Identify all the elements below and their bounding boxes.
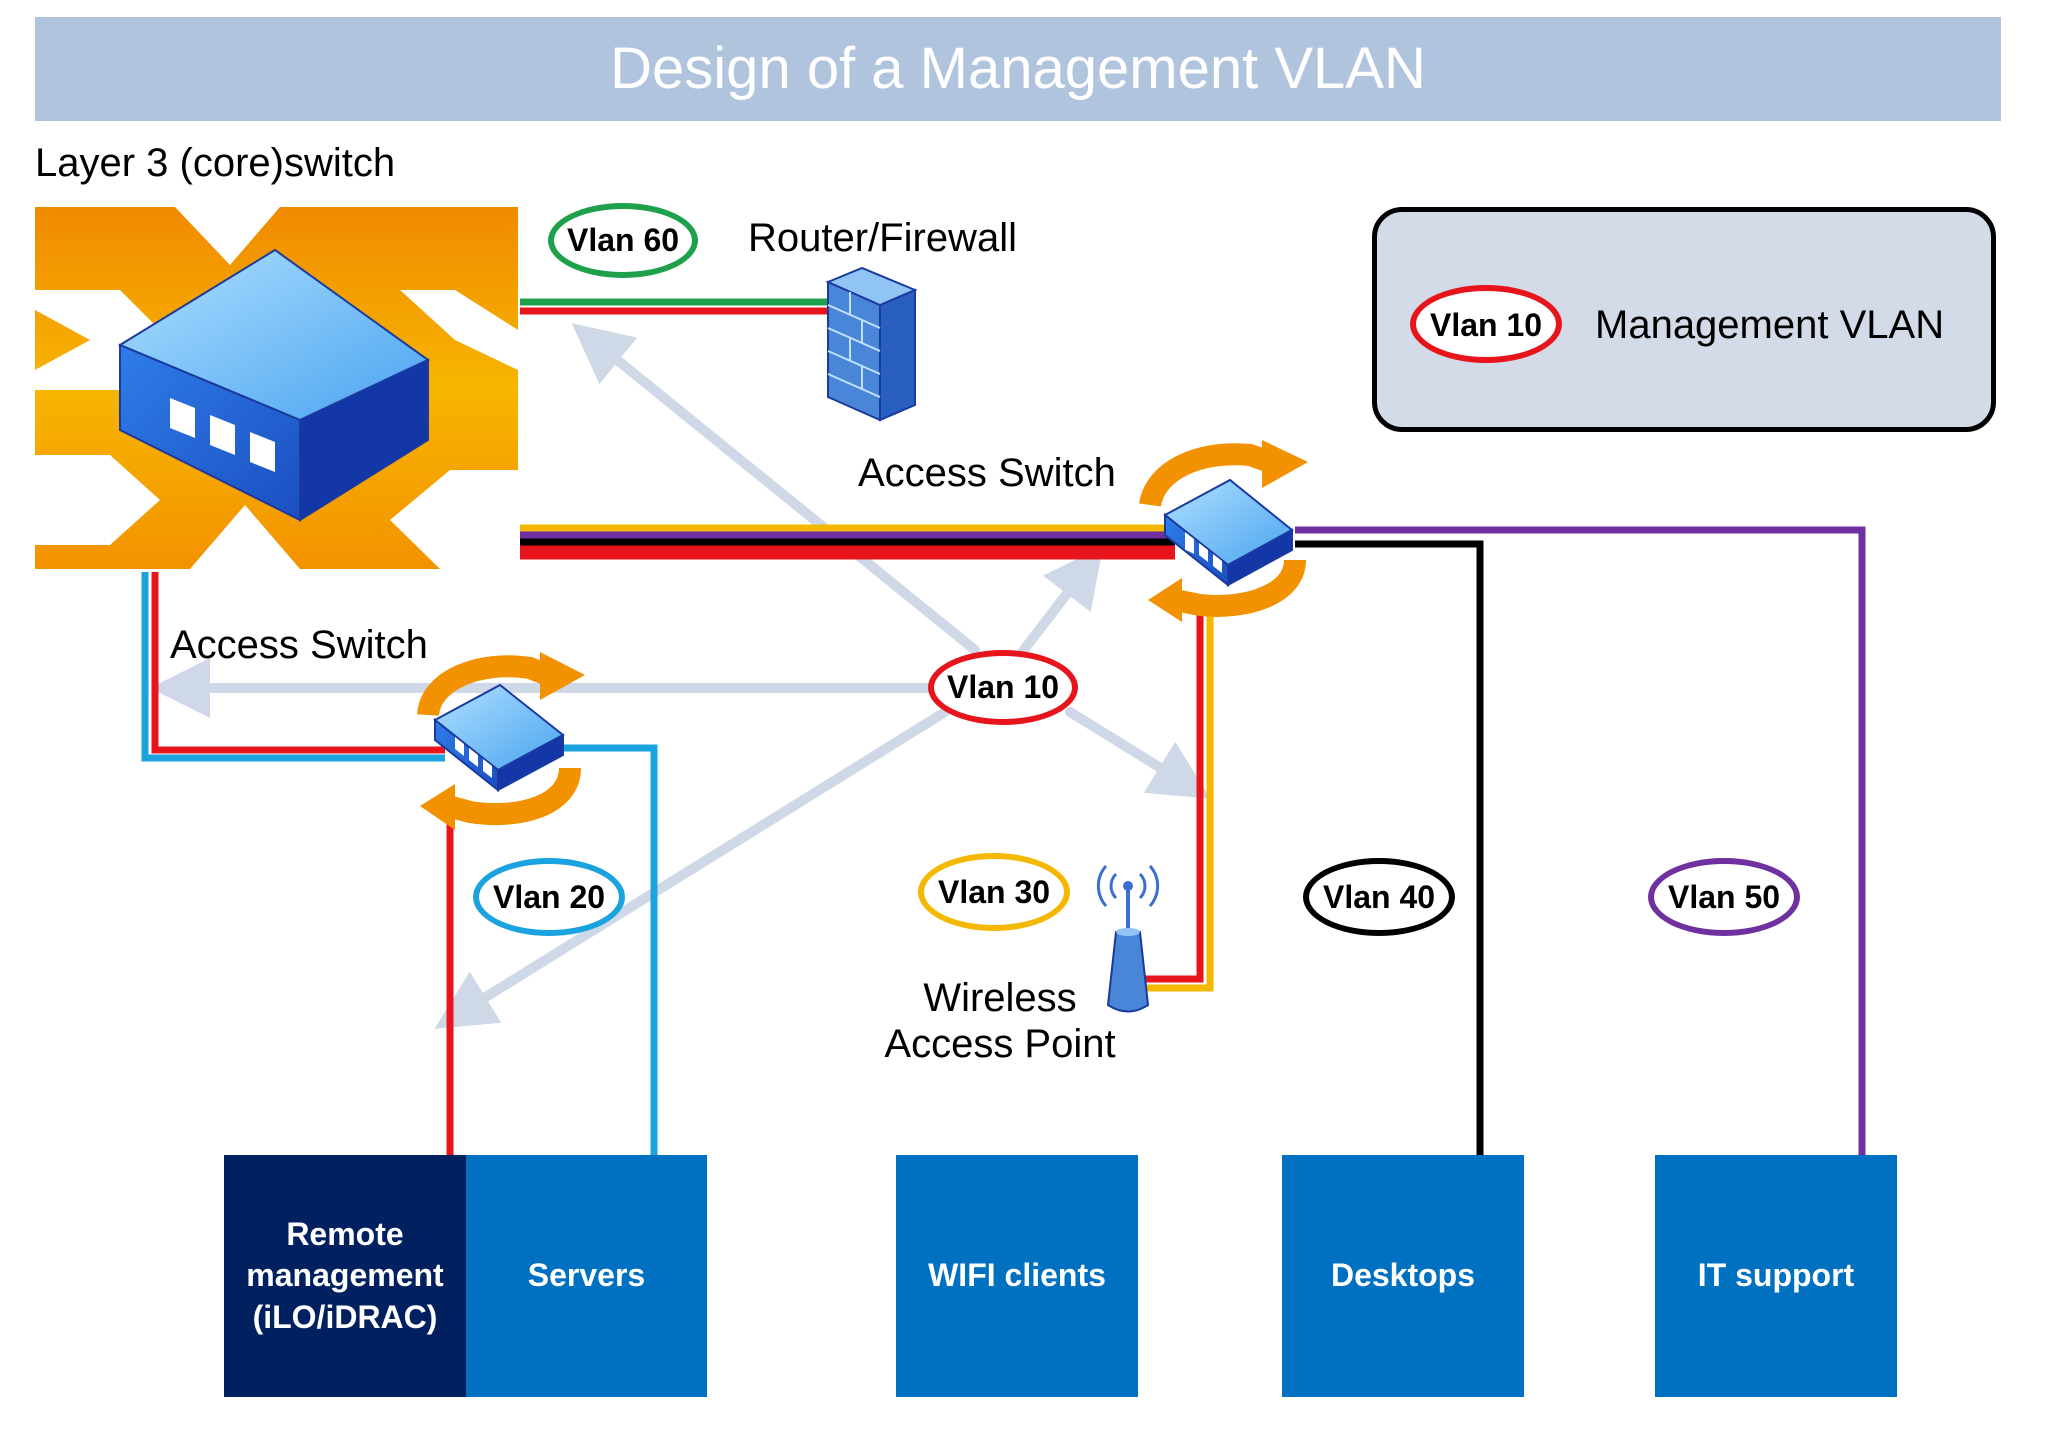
it-support-block: IT support xyxy=(1655,1155,1897,1397)
core-switch-label: Layer 3 (core)switch xyxy=(35,141,396,185)
firewall-icon xyxy=(825,266,918,422)
title-bar: Design of a Management VLAN xyxy=(35,17,2001,121)
router-links xyxy=(520,298,828,315)
remote-management-block: Remote management (iLO/iDRAC) xyxy=(224,1155,466,1397)
access-switch-icon xyxy=(1139,440,1308,622)
access-switch-icon xyxy=(417,652,585,830)
legend-text: Management VLAN xyxy=(1595,303,1945,347)
router-firewall-label: Router/Firewall xyxy=(748,216,1017,260)
wireless-access-point-icon xyxy=(1096,865,1160,1013)
wifi-clients-block: WIFI clients xyxy=(896,1155,1138,1397)
vlan-60-pill: Vlan 60 xyxy=(548,203,698,278)
vlan-20-pill: Vlan 20 xyxy=(473,858,625,936)
trunk-core-to-access-left xyxy=(141,572,445,762)
core-switch-icon xyxy=(35,207,518,569)
trunk-core-to-access-right xyxy=(520,524,1175,560)
vlan-10-pill: Vlan 10 xyxy=(928,650,1078,725)
legend-vlan-pill: Vlan 10 xyxy=(1410,285,1562,363)
vlan-30-pill: Vlan 30 xyxy=(918,853,1070,931)
arrow-to-core xyxy=(571,323,980,655)
access-switch-right-label: Access Switch xyxy=(858,451,1116,495)
arrow-to-access-right xyxy=(1015,546,1104,660)
page-title: Design of a Management VLAN xyxy=(610,36,1426,101)
vlan-40-pill: Vlan 40 xyxy=(1303,858,1455,936)
wireless-ap-label: Wireless Access Point xyxy=(830,975,1170,1067)
access-left-downlinks xyxy=(446,744,658,1157)
servers-block: Servers xyxy=(466,1155,707,1397)
desktops-block: Desktops xyxy=(1282,1155,1524,1397)
arrow-to-servers xyxy=(434,707,950,1029)
wireless-ap-label-line1: Wireless xyxy=(923,976,1077,1020)
arrow-to-wireless xyxy=(1065,707,1211,799)
access-switch-left-label: Access Switch xyxy=(170,623,428,667)
access-right-downlinks xyxy=(1140,526,1866,1157)
vlan-50-pill: Vlan 50 xyxy=(1648,858,1800,936)
wireless-ap-label-line2: Access Point xyxy=(884,1022,1116,1066)
